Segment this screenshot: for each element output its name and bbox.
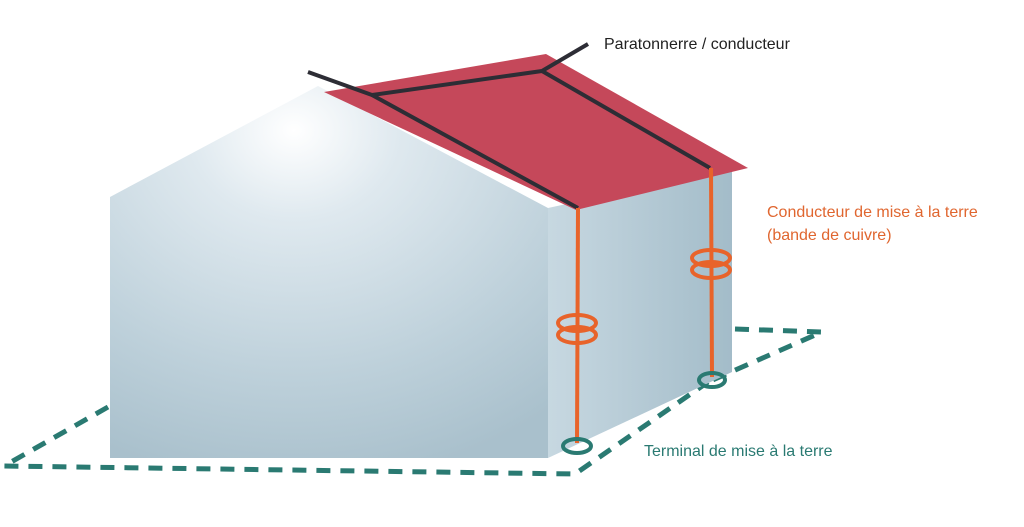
ground-conductor-label: Conducteur de mise à la terre (bande de … [767,201,978,247]
coupling-ring-right-top [690,248,732,268]
house-front-wall [110,86,548,458]
ground-strip-right [709,167,714,378]
ground-conductor-label-line2: (bande de cuivre) [767,227,892,244]
roof-down-conductor-left [371,93,579,210]
coupling-ring-right-bottom [690,260,732,280]
ground-conductor-label-line1: Conducteur de mise à la terre [767,204,978,221]
house-side-wall [548,168,732,458]
ground-terminal-right [697,371,727,389]
house-roof [324,54,748,210]
roof-down-conductor-right [540,69,712,170]
coupling-ring-left-top [556,313,598,333]
ground-terminal-label: Terminal de mise à la terre [644,443,833,460]
coupling-ring-left-bottom [556,325,598,345]
ground-loop-back [706,326,824,385]
ground-terminal-left [561,437,593,455]
ridge-conductor [307,42,590,97]
ground-loop-front [0,379,710,477]
lightning-rod-label: Paratonnerre / conducteur [604,36,790,53]
